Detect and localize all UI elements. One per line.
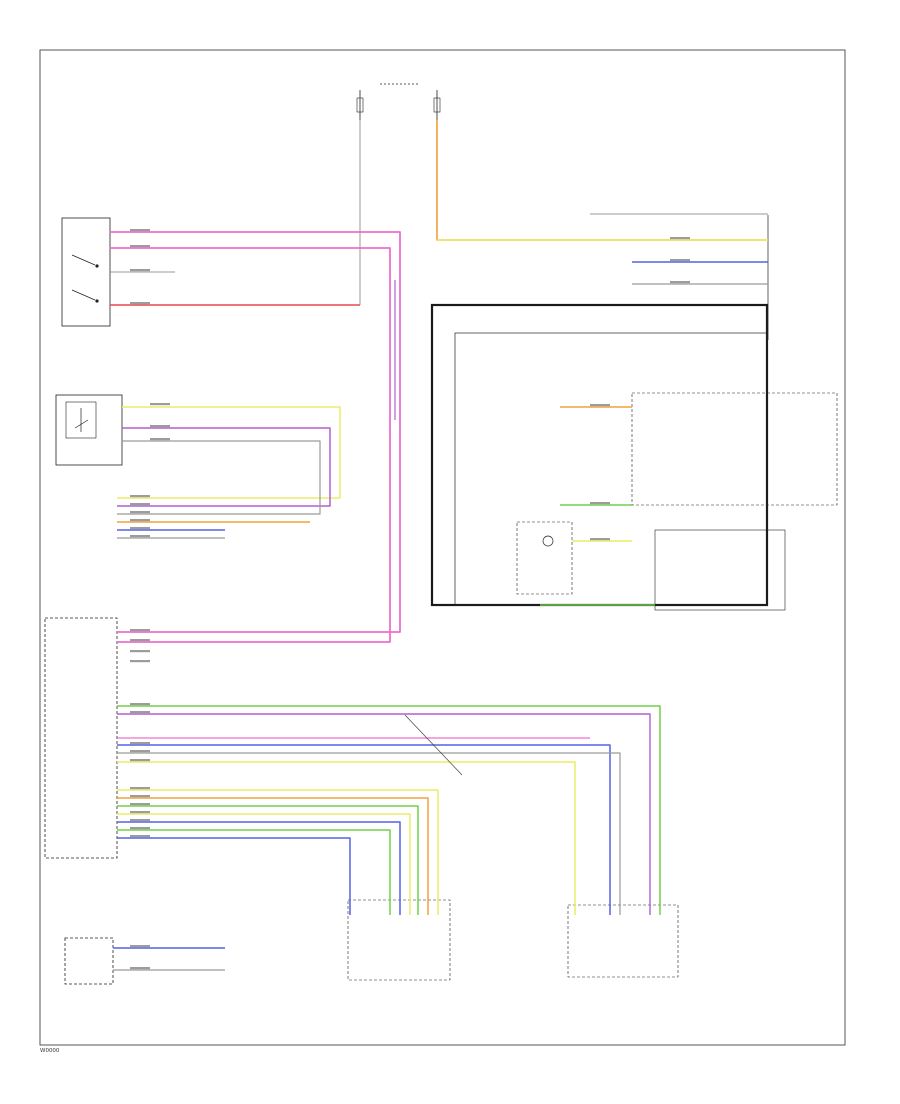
- brake-wire-pink-1: [110, 231, 401, 360]
- instrument-cluster: [64, 937, 114, 985]
- pcm-wire-yellow: [117, 761, 576, 915]
- brake-switch-contact-1: [71, 254, 96, 266]
- wire-label-mark-19: [130, 711, 150, 714]
- footer-code: W0000: [40, 1048, 60, 1054]
- wire-label-mark-22: [130, 759, 150, 762]
- wire-label-mark-30: [670, 237, 690, 240]
- label-layer: [130, 229, 690, 970]
- wire-label-mark-36: [130, 945, 150, 948]
- brake-switch-contact-2: [71, 289, 96, 301]
- wire-label-mark-24: [130, 795, 150, 798]
- steering-wheel-controls: [430, 303, 838, 611]
- wire-label-mark-4: [130, 302, 150, 305]
- left-switch-pack: [631, 392, 838, 506]
- pcm-bus-wire-5: [117, 821, 401, 915]
- pcm-bus-wire-6: [117, 829, 391, 915]
- transmission-range-sensor: [55, 394, 123, 466]
- wire-label-mark-29: [130, 835, 150, 838]
- trs-body: [55, 394, 123, 466]
- fuse-box-label-right: [418, 78, 454, 88]
- wire-label-mark-12: [130, 527, 150, 530]
- wire-label-mark-11: [130, 519, 150, 522]
- pcm-bus-wire-4: [117, 813, 411, 915]
- brake-switch-pin-1: [95, 264, 99, 268]
- pcm-wire-violet: [117, 713, 651, 915]
- trunk-wire-pink-1: [117, 360, 401, 633]
- wire-label-mark-34: [590, 502, 610, 505]
- wire-label-mark-23: [130, 787, 150, 790]
- brake-switch-pin-2: [95, 299, 99, 303]
- wire-label-mark-6: [150, 425, 170, 428]
- wire-layer: [110, 120, 768, 971]
- brake-pedal-switch: [61, 217, 111, 327]
- pcm-body: [44, 617, 118, 859]
- trs-wire-violet: [117, 427, 331, 507]
- wire-label-mark-9: [130, 503, 150, 506]
- fuse-left: [356, 97, 364, 113]
- wire-label-mark-21: [130, 750, 150, 753]
- fuse-right: [433, 97, 441, 113]
- wire-label-mark-8: [130, 495, 150, 498]
- pedal-harness-connector: [347, 899, 451, 981]
- pcm-bus-wire-7: [117, 837, 351, 915]
- wire-label-mark-32: [670, 281, 690, 284]
- trs-wire-yellow: [117, 406, 341, 499]
- throttle-body-connector: [567, 904, 679, 978]
- pcm-bus-wire-2: [117, 797, 429, 915]
- wire-label-mark-17: [130, 660, 150, 663]
- clockspring-icon: [542, 535, 554, 547]
- trs-wire-gray: [117, 440, 321, 515]
- pcm-wire-gray: [117, 752, 621, 915]
- fuse-box-label-left: [345, 78, 381, 88]
- wire-label-mark-28: [130, 827, 150, 830]
- pcm-wire-blue: [117, 744, 611, 915]
- wire-label-mark-10: [130, 511, 150, 514]
- wire-label-mark-27: [130, 819, 150, 822]
- pcm-bus-wire-3: [117, 805, 419, 915]
- wire-label-mark-25: [130, 803, 150, 806]
- wire-label-mark-20: [130, 742, 150, 745]
- wire-label-mark-26: [130, 811, 150, 814]
- wire-label-mark-14: [130, 629, 150, 632]
- trs-inner: [65, 401, 97, 439]
- wire-label-mark-15: [130, 639, 150, 642]
- wire-label-mark-5: [150, 403, 170, 406]
- wire-label-mark-3: [130, 269, 150, 272]
- wire-label-mark-7: [150, 438, 170, 441]
- clockspring-box: [516, 521, 573, 595]
- wire-label-mark-2: [130, 245, 150, 248]
- right-switch-pack: [654, 529, 786, 611]
- pcm-wire-green-1: [117, 705, 661, 915]
- wire-label-mark-13: [130, 535, 150, 538]
- brake-switch-body: [61, 217, 111, 327]
- wire-label-mark-1: [130, 229, 150, 232]
- wire-label-mark-18: [130, 703, 150, 706]
- brake-wire-pink-2: [110, 247, 391, 360]
- powertrain-control-module: [44, 617, 118, 859]
- feed-wire-orange: [436, 120, 768, 241]
- wire-label-mark-31: [670, 259, 690, 262]
- wire-label-mark-16: [130, 650, 150, 653]
- diagram-frame: [39, 49, 846, 1046]
- wire-label-mark-35: [590, 538, 610, 541]
- pcm-bus-wire-1: [117, 789, 439, 915]
- cluster-body: [64, 937, 114, 985]
- swc-inner: [454, 332, 768, 606]
- bottom-connectors: [347, 899, 679, 981]
- swc-body: [430, 303, 769, 607]
- trunk-wire-pink-2: [117, 360, 391, 643]
- wire-label-mark-37: [130, 967, 150, 970]
- wire-label-mark-33: [590, 404, 610, 407]
- leader-line: [404, 714, 463, 776]
- trs-wiper-tip: [74, 419, 89, 429]
